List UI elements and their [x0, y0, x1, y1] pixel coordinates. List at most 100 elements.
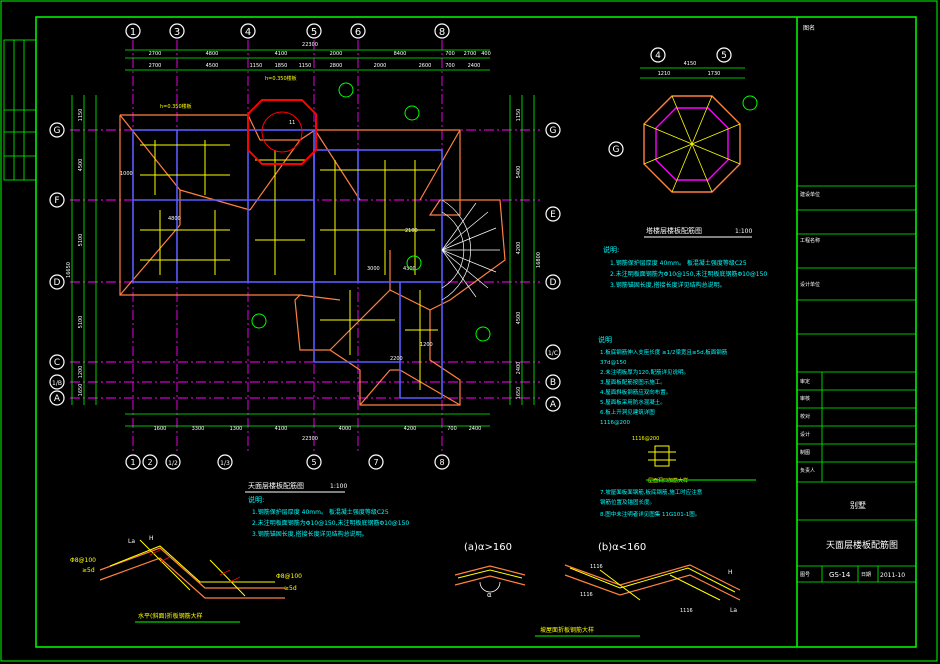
axis-top-8: 8: [439, 27, 445, 38]
dim-left-2: 5100: [78, 234, 84, 247]
tb-date: 2011-10: [880, 572, 905, 579]
axis-left-A: A: [54, 394, 61, 404]
axis-right-B: B: [550, 378, 556, 388]
tb-row3: 工程名称: [800, 237, 820, 244]
axis-right-1C: 1/C: [548, 350, 558, 357]
dim-top-r2-0: 2700: [149, 63, 162, 69]
tb-drawing-no-label: 图号: [800, 572, 810, 578]
detail-b-bar-1: 1116: [590, 564, 603, 570]
detail-left: Φ8@100 ≥5d Φ8@100 ≥5d La H 水平(斜面)折板钢筋大样: [70, 535, 302, 623]
detail-b: (b)α<160 1116 1116 1116 H La 坡屋面折板钢筋大样: [535, 542, 741, 637]
notes-tower-heading: 说明:: [603, 245, 619, 254]
dim-left-total: 16650: [66, 262, 72, 278]
dim-top-r1-3: 2000: [330, 51, 343, 57]
dim-bottom-5: 4200: [404, 426, 417, 432]
detail-b-la: La: [730, 607, 737, 614]
notes-general-line-7: 6.板上开洞见建筑详图: [600, 408, 655, 416]
main-plan-title: 天面层楼板配筋图: [248, 481, 304, 490]
axis-top-3: 3: [174, 27, 180, 38]
tb-row9: 制图: [800, 449, 810, 456]
axis-left-F: F: [54, 196, 59, 206]
dim-bottom-4: 4000: [339, 426, 352, 432]
dim-top-r1-4: 8400: [394, 51, 407, 57]
detail-left-h: H: [149, 535, 154, 542]
axis-bubbles-right: [545, 122, 561, 412]
tb-row5: 审定: [800, 378, 810, 385]
dim-left-3: 5100: [78, 316, 84, 329]
notes-main-line-3: 3.钢筋锚固长度,搭接长度详见结构总说明。: [252, 530, 368, 538]
left-margin-table: [3, 39, 37, 181]
dim-top-r1-1: 4800: [206, 51, 219, 57]
section-ref-label: 11: [289, 120, 295, 126]
tower-axis-4: 4: [655, 51, 661, 61]
notes-general-line-11: 8.图中未注明者详见图集 11G101-1图。: [600, 510, 700, 518]
axis-left-G: G: [54, 126, 61, 136]
axis-bottom-2: 2: [147, 458, 152, 467]
dim-left-0: 1150: [78, 109, 84, 122]
detail-b-title: (b)α<160: [598, 542, 646, 553]
dim-top-r2-7: 2600: [419, 63, 432, 69]
axis-bubbles-left: [49, 122, 65, 406]
dim-top-r1-0: 2700: [149, 51, 162, 57]
notes-main-line-1: 1.钢筋保护层厚度 40mm。 板混凝土强度等级C25: [252, 508, 389, 516]
notes-main: 说明: 1.钢筋保护层厚度 40mm。 板混凝土强度等级C25 2.未注明板面钢…: [248, 495, 409, 538]
detail-left-title: 水平(斜面)折板钢筋大样: [138, 612, 203, 620]
dim-bottom-0: 1600: [154, 426, 167, 432]
axis-top-6: 6: [355, 27, 361, 38]
axis-left-C: C: [54, 358, 60, 368]
dim-right-5: 1650: [516, 387, 522, 400]
notes-general-line-1: 1.板底钢筋伸入支座长度 ≥1/2梁宽且≥5d,板面钢筋: [600, 348, 728, 356]
axis-bottom-1-2: 1/2: [168, 460, 178, 467]
detail-right-rebar-2: ≥5d: [284, 585, 297, 592]
detail-b-bar-2: 1116: [580, 592, 593, 598]
axis-right-D: D: [550, 278, 557, 288]
dim-top-r2-3: 1850: [275, 63, 288, 69]
axis-bottom-8: 8: [439, 458, 444, 467]
dim-right-1: 5400: [516, 166, 522, 179]
tb-row6: 审核: [800, 395, 810, 402]
notes-general-line-3: 2.未注明板厚为120,配筋详见说明。: [600, 368, 689, 376]
dim-top-r1-7: 400: [481, 51, 491, 57]
dimension-lines: [71, 49, 535, 427]
tower-axis-G: G: [613, 145, 620, 155]
dim-right-0: 1150: [516, 109, 522, 122]
detail-a-title: (a)α>160: [464, 542, 512, 553]
thickness-label-1: h=0.350楼板: [160, 103, 192, 110]
dim-bottom-6: 700: [447, 426, 457, 432]
dim-right-2: 4200: [516, 242, 522, 255]
axis-left-D: D: [54, 278, 61, 288]
dim-bottom-3: 4100: [275, 426, 288, 432]
dim-top-r1-5: 700: [445, 51, 455, 57]
axis-right-G: G: [550, 126, 557, 136]
dim-top-r2-6: 2000: [374, 63, 387, 69]
axis-left-1B: 1/B: [52, 380, 62, 387]
notes-tower: 说明: 1.钢筋保护层厚度 40mm。 板混凝土强度等级C25 2.未注明板面钢…: [603, 245, 767, 289]
dim-bottom-1: 3300: [192, 426, 205, 432]
dim-top-r2-9: 2400: [468, 63, 481, 69]
dim-top-r1-6: 2700: [464, 51, 477, 57]
axis-bottom-1: 1: [130, 458, 135, 467]
rebar-lines: [140, 140, 438, 390]
detail-b-bar-3: 1116: [680, 608, 693, 614]
tower-dim-2: 1730: [708, 71, 721, 77]
notes-general-line-9: 7.坡屋面板面钢筋,板底钢筋,施工时应注意: [600, 488, 703, 496]
notes-general-line-8: 1116@200: [600, 420, 630, 426]
dim-bottom-total: 22300: [302, 436, 318, 442]
tb-drawing-name: 天面层楼板配筋图: [826, 539, 898, 551]
notes-tower-line-3: 3.钢筋锚固长度,搭接长度详见结构总说明。: [610, 281, 726, 289]
dim-right-4: 2400: [516, 362, 522, 375]
dim-top-total: 22300: [302, 42, 318, 48]
tb-row8: 设计: [800, 431, 810, 438]
notes-tower-line-1: 1.钢筋保护层厚度 40mm。 板混凝土强度等级C25: [610, 259, 747, 267]
notes-general: 说明 1.板底钢筋伸入支座长度 ≥1/2梁宽且≥5d,板面钢筋 37d@150 …: [598, 335, 728, 518]
axis-bubbles-top: [125, 23, 450, 39]
notes-general-heading: 说明: [598, 335, 612, 344]
tower-outline-main: [247, 99, 317, 165]
dim-right-total: 16800: [536, 252, 542, 268]
tower-plan-title: 塔楼层楼板配筋图: [646, 226, 702, 235]
room-label-4800: 4800: [168, 216, 181, 222]
tb-date-label: 日期: [861, 572, 871, 578]
tower-dim-1: 4150: [684, 61, 697, 67]
title-block: 图名 建设单位 工程名称 设计单位 审定 审核 校对 设计 制图 负责人 别墅 …: [796, 17, 916, 647]
